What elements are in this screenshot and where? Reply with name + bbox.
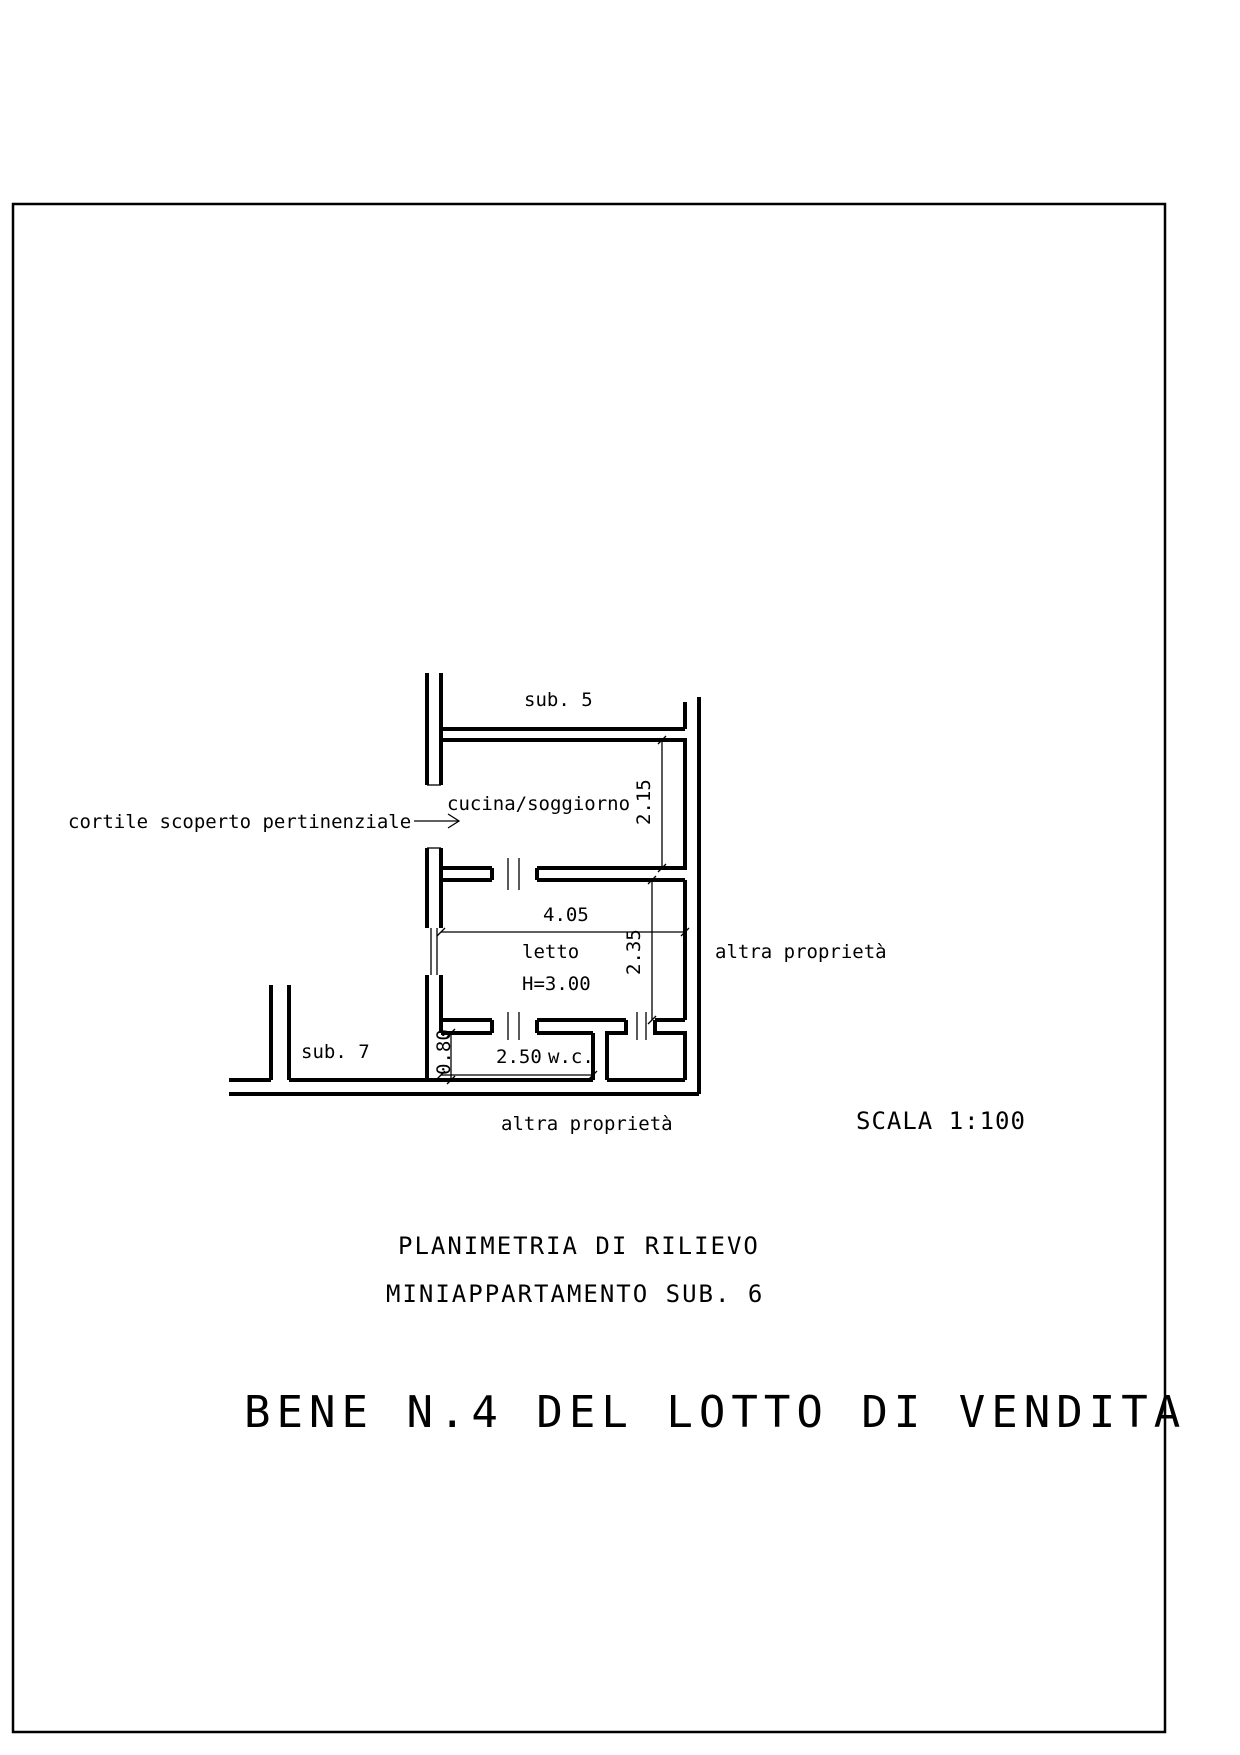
floor-plan <box>229 673 701 1096</box>
sub5-label: sub. 5 <box>524 689 593 711</box>
lot-heading: BENE N.4 DEL LOTTO DI VENDITA <box>244 1387 1186 1438</box>
bedroom-label: letto <box>522 941 579 963</box>
wc-width-dimension: 2.50 <box>496 1046 542 1068</box>
title-line-2: MINIAPPARTAMENTO SUB. 6 <box>386 1280 764 1308</box>
kitchen-label: cucina/soggiorno <box>447 793 630 815</box>
kitchen-depth-dimension: 2.15 <box>633 779 655 825</box>
wc-depth-dimension: 0.80 <box>433 1029 455 1075</box>
other-property-right-label: altra proprietà <box>715 941 887 963</box>
title-line-1: PLANIMETRIA DI RILIEVO <box>398 1232 760 1260</box>
scale-label: SCALA 1:100 <box>856 1107 1026 1135</box>
bedroom-depth-dimension: 2.35 <box>623 929 645 975</box>
sheet-border <box>11 202 1167 1734</box>
other-property-bottom-label: altra proprietà <box>501 1113 673 1135</box>
courtyard-label: cortile scoperto pertinenziale <box>68 811 411 833</box>
wc-label: w.c. <box>548 1046 594 1068</box>
width-dimension: 4.05 <box>543 904 589 926</box>
sub7-label: sub. 7 <box>301 1041 370 1063</box>
height-label: H=3.00 <box>522 973 591 995</box>
